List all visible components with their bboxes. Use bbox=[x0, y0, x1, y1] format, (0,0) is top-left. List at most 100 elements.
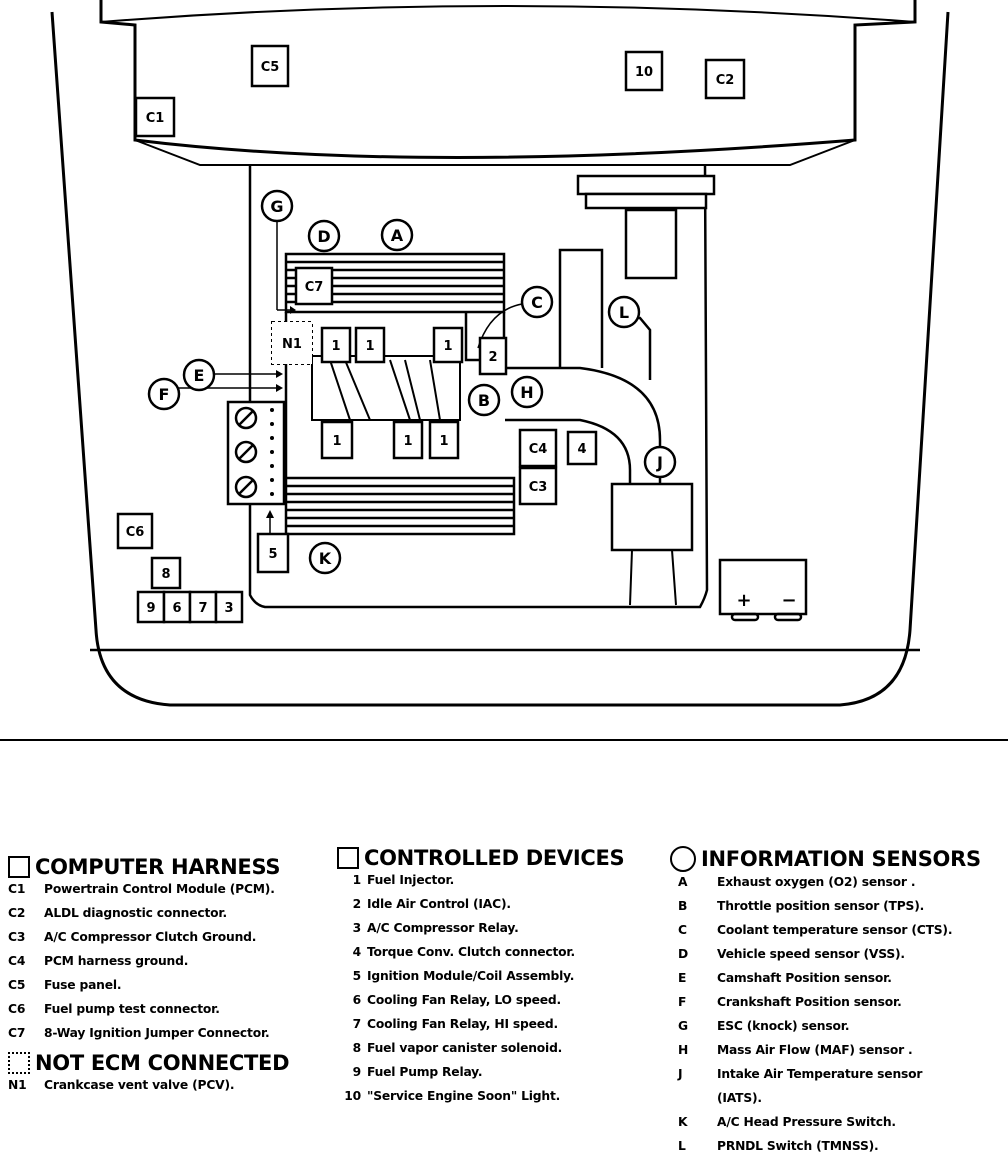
box-five bbox=[256, 532, 290, 574]
box-label-one-e: 1 bbox=[403, 434, 412, 449]
box-c1 bbox=[134, 96, 176, 138]
sensor-label-f: F bbox=[159, 385, 170, 404]
box-label-n1: N1 bbox=[282, 337, 302, 352]
legend-information-sensors: INFORMATION SENSORS A Exhaust oxygen (O2)… bbox=[670, 846, 981, 1158]
legend-item-code: J bbox=[678, 1067, 683, 1081]
battery bbox=[718, 558, 808, 616]
legend-item-code: H bbox=[678, 1043, 689, 1057]
legend-item-text: A/C Compressor Clutch Ground. bbox=[44, 930, 257, 944]
legend-item-code: C4 bbox=[8, 954, 26, 968]
air-filter-box bbox=[610, 482, 694, 552]
box-one-d bbox=[320, 420, 354, 460]
box-c7 bbox=[294, 266, 334, 306]
legend-item-code: 7 bbox=[352, 1017, 362, 1031]
sensor-circle-l bbox=[607, 295, 641, 329]
legend-item-text: Cooling Fan Relay, LO speed. bbox=[367, 993, 561, 1007]
box-label-one-c: 1 bbox=[443, 339, 452, 354]
box-label-c3: C3 bbox=[529, 480, 548, 495]
box-label-ten: 10 bbox=[635, 65, 653, 80]
legend-item-code: 1 bbox=[352, 873, 362, 887]
square-symbol-icon bbox=[8, 856, 30, 878]
sensor-circle-e bbox=[182, 358, 216, 392]
legend-item: 4 Torque Conv. Clutch connector. bbox=[337, 940, 624, 964]
engine-compartment bbox=[248, 164, 709, 609]
legend-item-text: Powertrain Control Module (PCM). bbox=[44, 882, 275, 896]
box-two bbox=[478, 336, 508, 376]
legend-item: C1 Powertrain Control Module (PCM). bbox=[8, 877, 289, 901]
legend-computer-harness: COMPUTER HARNESS C1 Powertrain Control Mo… bbox=[8, 855, 290, 1097]
legend-item-text: A/C Head Pressure Switch. bbox=[717, 1115, 896, 1129]
legend-sensors-title: INFORMATION SENSORS bbox=[701, 847, 981, 871]
box-c5 bbox=[250, 44, 290, 88]
box-label-c7: C7 bbox=[305, 280, 324, 295]
legend-item-text: A/C Compressor Relay. bbox=[367, 921, 519, 935]
box-one-f bbox=[428, 420, 460, 460]
legend-item-code: G bbox=[678, 1019, 688, 1033]
box-label-c4: C4 bbox=[529, 442, 548, 457]
sensor-circle-a bbox=[380, 218, 414, 252]
legend-item-code: C7 bbox=[8, 1026, 26, 1040]
box-label-seven: 7 bbox=[198, 601, 207, 616]
sensor-label-a: A bbox=[391, 226, 404, 245]
box-four bbox=[566, 430, 598, 466]
legend-item-text: Coolant temperature sensor (CTS). bbox=[717, 923, 953, 937]
legend-item: 7 Cooling Fan Relay, HI speed. bbox=[337, 1012, 624, 1036]
sensor-label-h: H bbox=[520, 383, 533, 402]
legend-not-ecm-title: NOT ECM CONNECTED bbox=[35, 1051, 290, 1075]
legend-item-code: N1 bbox=[8, 1078, 27, 1092]
box-ten bbox=[624, 50, 664, 92]
legend-item-text: Idle Air Control (IAC). bbox=[367, 897, 511, 911]
sensor-circle-h bbox=[510, 375, 544, 409]
legend-item-code: C2 bbox=[8, 906, 26, 920]
legend-item-text: Intake Air Temperature sensor (IATS). bbox=[717, 1067, 923, 1105]
legend-item-text: Exhaust oxygen (O2) sensor . bbox=[717, 875, 916, 889]
box-label-one-a: 1 bbox=[331, 339, 340, 354]
legend-item-code: A bbox=[678, 875, 688, 889]
legend-item-text: PCM harness ground. bbox=[44, 954, 189, 968]
sensor-circle-j bbox=[643, 445, 677, 479]
box-label-eight: 8 bbox=[161, 567, 170, 582]
sensor-label-d: D bbox=[317, 227, 330, 246]
sensor-circle-g bbox=[260, 189, 294, 223]
legend-item-text: Fuse panel. bbox=[44, 978, 122, 992]
legend-item-text: Torque Conv. Clutch connector. bbox=[367, 945, 576, 959]
box-label-four: 4 bbox=[577, 442, 586, 457]
box-label-c1: C1 bbox=[146, 111, 165, 126]
legend-item-code: C5 bbox=[8, 978, 26, 992]
square-symbol-icon bbox=[337, 847, 359, 869]
legend-item-text: Cooling Fan Relay, HI speed. bbox=[367, 1017, 558, 1031]
sensor-label-l: L bbox=[619, 303, 629, 322]
legend-harness-title: COMPUTER HARNESS bbox=[35, 855, 281, 879]
box-label-one-f: 1 bbox=[439, 434, 448, 449]
legend-item-code: B bbox=[678, 899, 688, 913]
box-six bbox=[162, 590, 192, 624]
box-label-two: 2 bbox=[488, 350, 497, 365]
circle-symbol-icon bbox=[670, 846, 696, 872]
box-one-b bbox=[354, 326, 386, 364]
legend-item-code: C1 bbox=[8, 882, 26, 896]
legend-item-code: 9 bbox=[352, 1065, 362, 1079]
legend-item-code: 4 bbox=[352, 945, 362, 959]
sensor-label-j: J bbox=[656, 453, 663, 472]
coolant-reservoir-cap bbox=[576, 174, 716, 196]
legend-item-text: Camshaft Position sensor. bbox=[717, 971, 892, 985]
battery-plus-label: + bbox=[736, 590, 751, 611]
oil-pan bbox=[284, 476, 516, 536]
legend-item-code: D bbox=[678, 947, 689, 961]
box-label-one-d: 1 bbox=[332, 434, 341, 449]
sensor-label-k: K bbox=[319, 549, 332, 568]
sensor-label-e: E bbox=[194, 366, 205, 385]
sensor-circle-c bbox=[520, 285, 554, 319]
legend-item-text: PRNDL Switch (TMNSS). bbox=[717, 1139, 879, 1153]
box-label-one-b: 1 bbox=[365, 339, 374, 354]
legend-item-text: ALDL diagnostic connector. bbox=[44, 906, 227, 920]
